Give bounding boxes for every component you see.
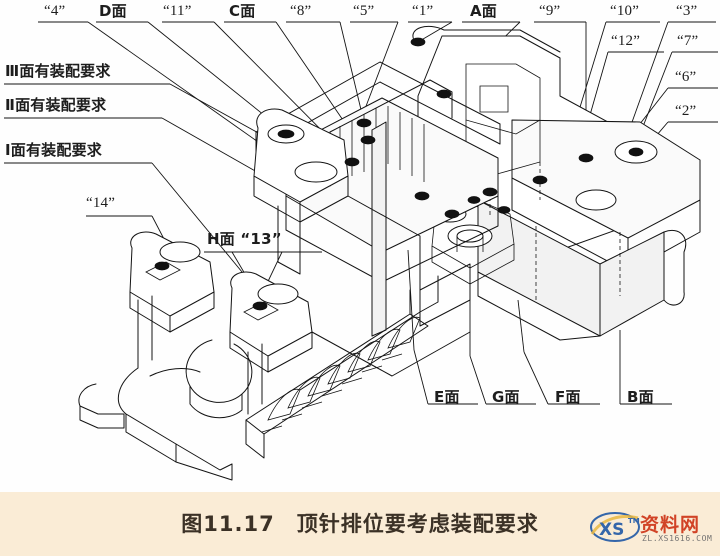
note-face-2: Ⅱ面有装配要求 (5, 96, 107, 114)
callout-10: “10” (610, 3, 640, 19)
figure-drawing-area: “4” D面 “11” C面 “8” “5” “1” A面 “9” “10” “… (4, 2, 718, 481)
callout-4: “4” (44, 3, 66, 19)
callout-face-c: C面 (229, 2, 256, 20)
callout-11: “11” (163, 3, 192, 19)
callout-6: “6” (675, 69, 697, 85)
callout-3: “3” (676, 3, 698, 19)
callout-2: “2” (675, 103, 697, 119)
callout-12: “12” (611, 33, 641, 49)
note-face-1: Ⅰ面有装配要求 (5, 141, 102, 159)
watermark: XS TM 资料网 ZL.XS1616.COM (588, 508, 714, 550)
callout-face-d: D面 (99, 2, 127, 20)
callout-face-f: F面 (555, 388, 581, 406)
callout-9: “9” (539, 3, 561, 19)
part-left-upper-lug (253, 108, 349, 275)
svg-text:TM: TM (628, 517, 640, 525)
watermark-brand: 资料网 (640, 514, 701, 536)
callout-5: “5” (353, 3, 375, 19)
callout-face-e: E面 (434, 388, 460, 406)
ejector-pin-markers (154, 37, 644, 311)
callout-7: “7” (677, 33, 699, 49)
part-ribbed-ramp (245, 275, 439, 459)
callout-face-h-13: H面 “13” (207, 230, 282, 248)
note-face-3: Ⅲ面有装配要求 (5, 62, 111, 80)
callout-face-a: A面 (470, 2, 498, 20)
callout-face-b: B面 (627, 388, 654, 406)
callout-8: “8” (290, 3, 312, 19)
svg-text:XS: XS (599, 520, 624, 540)
callout-face-g: G面 (492, 388, 520, 406)
leader-lines-bottom (407, 249, 672, 405)
figure-caption: 图11.17 顶针排位要考虑装配要求 (181, 512, 539, 536)
callout-14: “14” (86, 195, 116, 211)
xs-logo-icon: XS TM (590, 512, 640, 542)
watermark-url: ZL.XS1616.COM (642, 534, 713, 543)
part-right-lower-skirt (311, 195, 471, 377)
technical-drawing-svg (4, 21, 718, 481)
part-lower-left-bracket (78, 231, 313, 481)
callout-1: “1” (412, 3, 434, 19)
